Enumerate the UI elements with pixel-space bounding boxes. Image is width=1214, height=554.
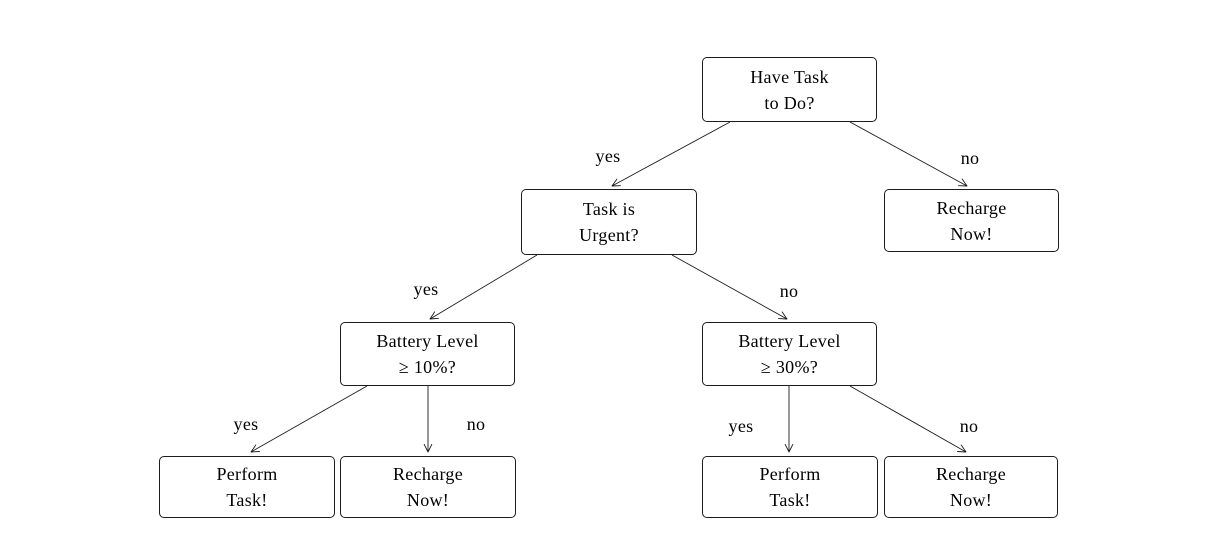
edge-have-task-to-recharge-now-top-right (849, 121, 968, 187)
node-recharge-now-top-right: Recharge Now! (884, 189, 1059, 252)
node-perform-task-left-label: Perform Task! (216, 464, 278, 510)
arrowhead-icon (250, 444, 260, 453)
edge-task-urgent-to-battery-level-30 (671, 254, 788, 320)
node-battery-level-10-label: Battery Level ≥ 10%? (376, 331, 479, 377)
node-have-task-label: Have Task to Do? (750, 66, 829, 113)
node-recharge-now-left: Recharge Now! (340, 456, 516, 518)
node-battery-level-30: Battery Level ≥ 30%? (702, 322, 877, 386)
node-recharge-now-bottom-right-label: Recharge Now! (935, 464, 1007, 510)
node-have-task: Have Task to Do? (702, 57, 877, 122)
node-perform-task-right: Perform Task! (702, 456, 878, 518)
edge-label-no-battery-30: no (959, 416, 979, 436)
edge-label-yes-battery-10: yes (233, 414, 259, 434)
edge-label-no-task-urgent: no (779, 281, 799, 301)
edge-battery-level-30-to-perform-task-right (784, 386, 794, 453)
node-recharge-now-left-label: Recharge Now! (392, 464, 464, 510)
edge-label-no-battery-10: no (466, 414, 486, 434)
edge-have-task-to-task-urgent (611, 121, 731, 187)
node-recharge-now-bottom-right: Recharge Now! (884, 456, 1058, 518)
node-task-urgent: Task is Urgent? (521, 189, 697, 255)
arrowhead-icon (611, 178, 621, 187)
node-task-urgent-label: Task is Urgent? (579, 199, 639, 245)
node-perform-task-right-label: Perform Task! (759, 464, 821, 510)
node-recharge-now-top-right-label: Recharge Now! (936, 197, 1007, 244)
node-battery-level-10: Battery Level ≥ 10%? (340, 322, 515, 386)
arrowhead-icon (958, 178, 968, 187)
node-battery-level-30-label: Battery Level ≥ 30%? (738, 331, 841, 377)
arrowhead-icon (778, 311, 788, 320)
edge-label-no-have-task: no (960, 148, 980, 168)
edge-label-yes-battery-30: yes (728, 416, 754, 436)
arrowhead-icon (784, 443, 794, 453)
node-perform-task-left: Perform Task! (159, 456, 335, 518)
edge-battery-level-10-to-recharge-now-left (423, 386, 433, 453)
edge-label-yes-have-task: yes (595, 146, 621, 166)
edge-battery-level-30-to-recharge-now-bottom-right (849, 385, 967, 453)
arrowhead-icon (429, 311, 439, 320)
arrowhead-icon (423, 443, 433, 453)
edge-task-urgent-to-battery-level-10 (429, 254, 538, 320)
edge-battery-level-10-to-perform-task-left (250, 385, 368, 453)
edge-label-yes-task-urgent: yes (413, 279, 439, 299)
arrowhead-icon (957, 444, 967, 453)
